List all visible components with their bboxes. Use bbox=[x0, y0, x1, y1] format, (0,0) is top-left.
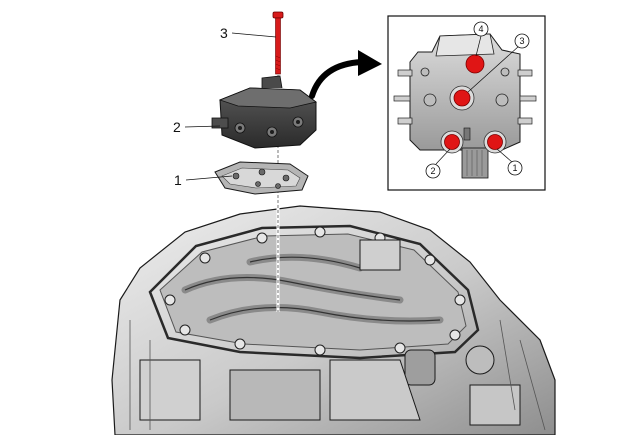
inset-callout-3: 3 bbox=[514, 33, 530, 49]
svg-text:1: 1 bbox=[512, 163, 517, 173]
seal-4 bbox=[465, 54, 485, 74]
inset-detail: 4 3 2 1 bbox=[387, 15, 546, 191]
gasket-plate bbox=[214, 161, 309, 195]
callout-leaders bbox=[184, 32, 277, 181]
solenoid-block bbox=[211, 75, 317, 149]
inset-callout-1: 1 bbox=[507, 160, 523, 176]
bolt bbox=[272, 11, 284, 75]
inset-callout-4: 4 bbox=[473, 21, 489, 37]
callout-label-2: 2 bbox=[173, 119, 181, 135]
callout-label-3: 3 bbox=[220, 25, 228, 41]
seal-1 bbox=[483, 130, 507, 154]
transmission-case bbox=[111, 205, 556, 435]
svg-text:2: 2 bbox=[430, 166, 435, 176]
zoom-arrow bbox=[309, 50, 382, 99]
callout-label-1: 1 bbox=[174, 172, 182, 188]
svg-text:3: 3 bbox=[519, 36, 524, 46]
seal-2 bbox=[440, 130, 464, 154]
svg-text:4: 4 bbox=[478, 24, 483, 34]
inset-callout-2: 2 bbox=[425, 163, 441, 179]
